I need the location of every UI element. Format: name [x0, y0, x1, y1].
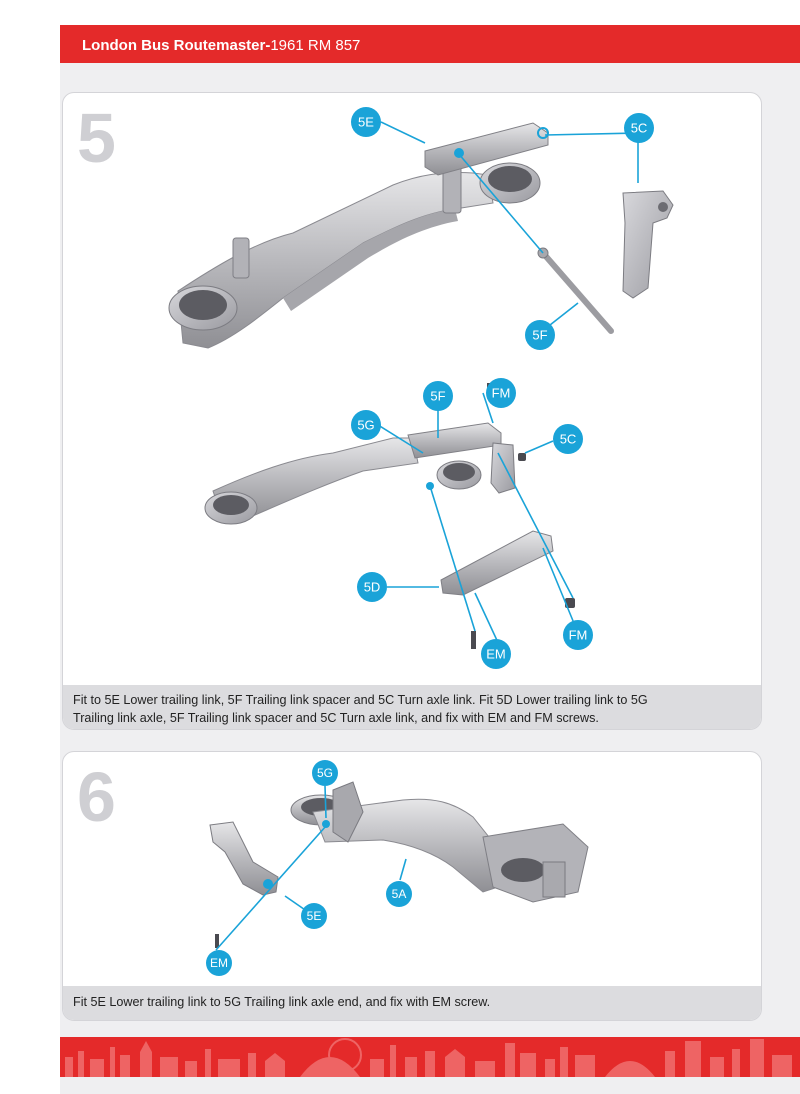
callout-fm-top: FM	[486, 378, 516, 408]
svg-text:5G: 5G	[357, 418, 374, 433]
svg-text:5F: 5F	[430, 389, 445, 404]
step-5-caption: Fit to 5E Lower trailing link, 5F Traili…	[63, 685, 761, 729]
callout-5g: 5G	[351, 410, 381, 440]
header-title-bold: London Bus Routemaster-	[82, 37, 271, 54]
svg-text:5A: 5A	[392, 887, 407, 901]
svg-text:5C: 5C	[560, 432, 577, 447]
header-band	[60, 25, 800, 63]
footer-skyline-band	[60, 1037, 800, 1077]
callout-5c-top: 5C	[624, 113, 654, 143]
london-skyline-graphic	[65, 1038, 792, 1077]
svg-text:EM: EM	[210, 956, 228, 970]
callout-em: EM	[481, 639, 511, 669]
svg-text:5D: 5D	[364, 580, 381, 595]
step-5-lower-assembly	[204, 383, 575, 649]
svg-text:5E: 5E	[307, 909, 322, 923]
step-6-number: 6	[77, 758, 116, 836]
step-6-assembly	[209, 781, 589, 948]
step-5-caption-line-2: Trailing link axle, 5F Trailing link spa…	[73, 711, 599, 725]
callout-5d: 5D	[357, 572, 387, 602]
step-5-callout-lines	[377, 121, 639, 650]
callout-5f: 5F	[423, 381, 453, 411]
step-6-caption: Fit 5E Lower trailing link to 5G Trailin…	[63, 986, 761, 1020]
page-header-title: London Bus Routemaster-1961 RM 857	[82, 37, 360, 54]
step-6-callout-5e: 5E	[301, 903, 327, 929]
header-title-model: 1961 RM 857	[270, 37, 361, 54]
svg-text:5G: 5G	[317, 766, 333, 780]
step-5-caption-line-1: Fit to 5E Lower trailing link, 5F Traili…	[73, 693, 648, 707]
callout-5e: 5E	[351, 107, 381, 137]
svg-text:EM: EM	[486, 647, 506, 662]
svg-text:FM: FM	[492, 386, 511, 401]
step-6-callout-5g: 5G	[312, 760, 338, 786]
svg-text:5F: 5F	[532, 328, 547, 343]
callout-5c: 5C	[553, 424, 583, 454]
svg-text:5E: 5E	[358, 115, 374, 130]
step-6-callout-5a: 5A	[386, 881, 412, 907]
callout-5f-top: 5F	[525, 320, 555, 350]
step-6-illustration: 5G 5E 5A EM	[206, 760, 589, 976]
callout-fm: FM	[563, 620, 593, 650]
step-5-card: 5	[62, 92, 762, 730]
step-6-card: 6	[62, 751, 762, 1021]
step-5-number: 5	[77, 99, 116, 177]
step-5-upper-assembly	[168, 122, 674, 349]
svg-text:5C: 5C	[631, 121, 648, 136]
svg-text:FM: FM	[569, 628, 588, 643]
step-5-illustration: 5E 5C 5F 5F FM 5G 5C 5D	[168, 107, 674, 669]
step-6-callout-em: EM	[206, 950, 232, 976]
